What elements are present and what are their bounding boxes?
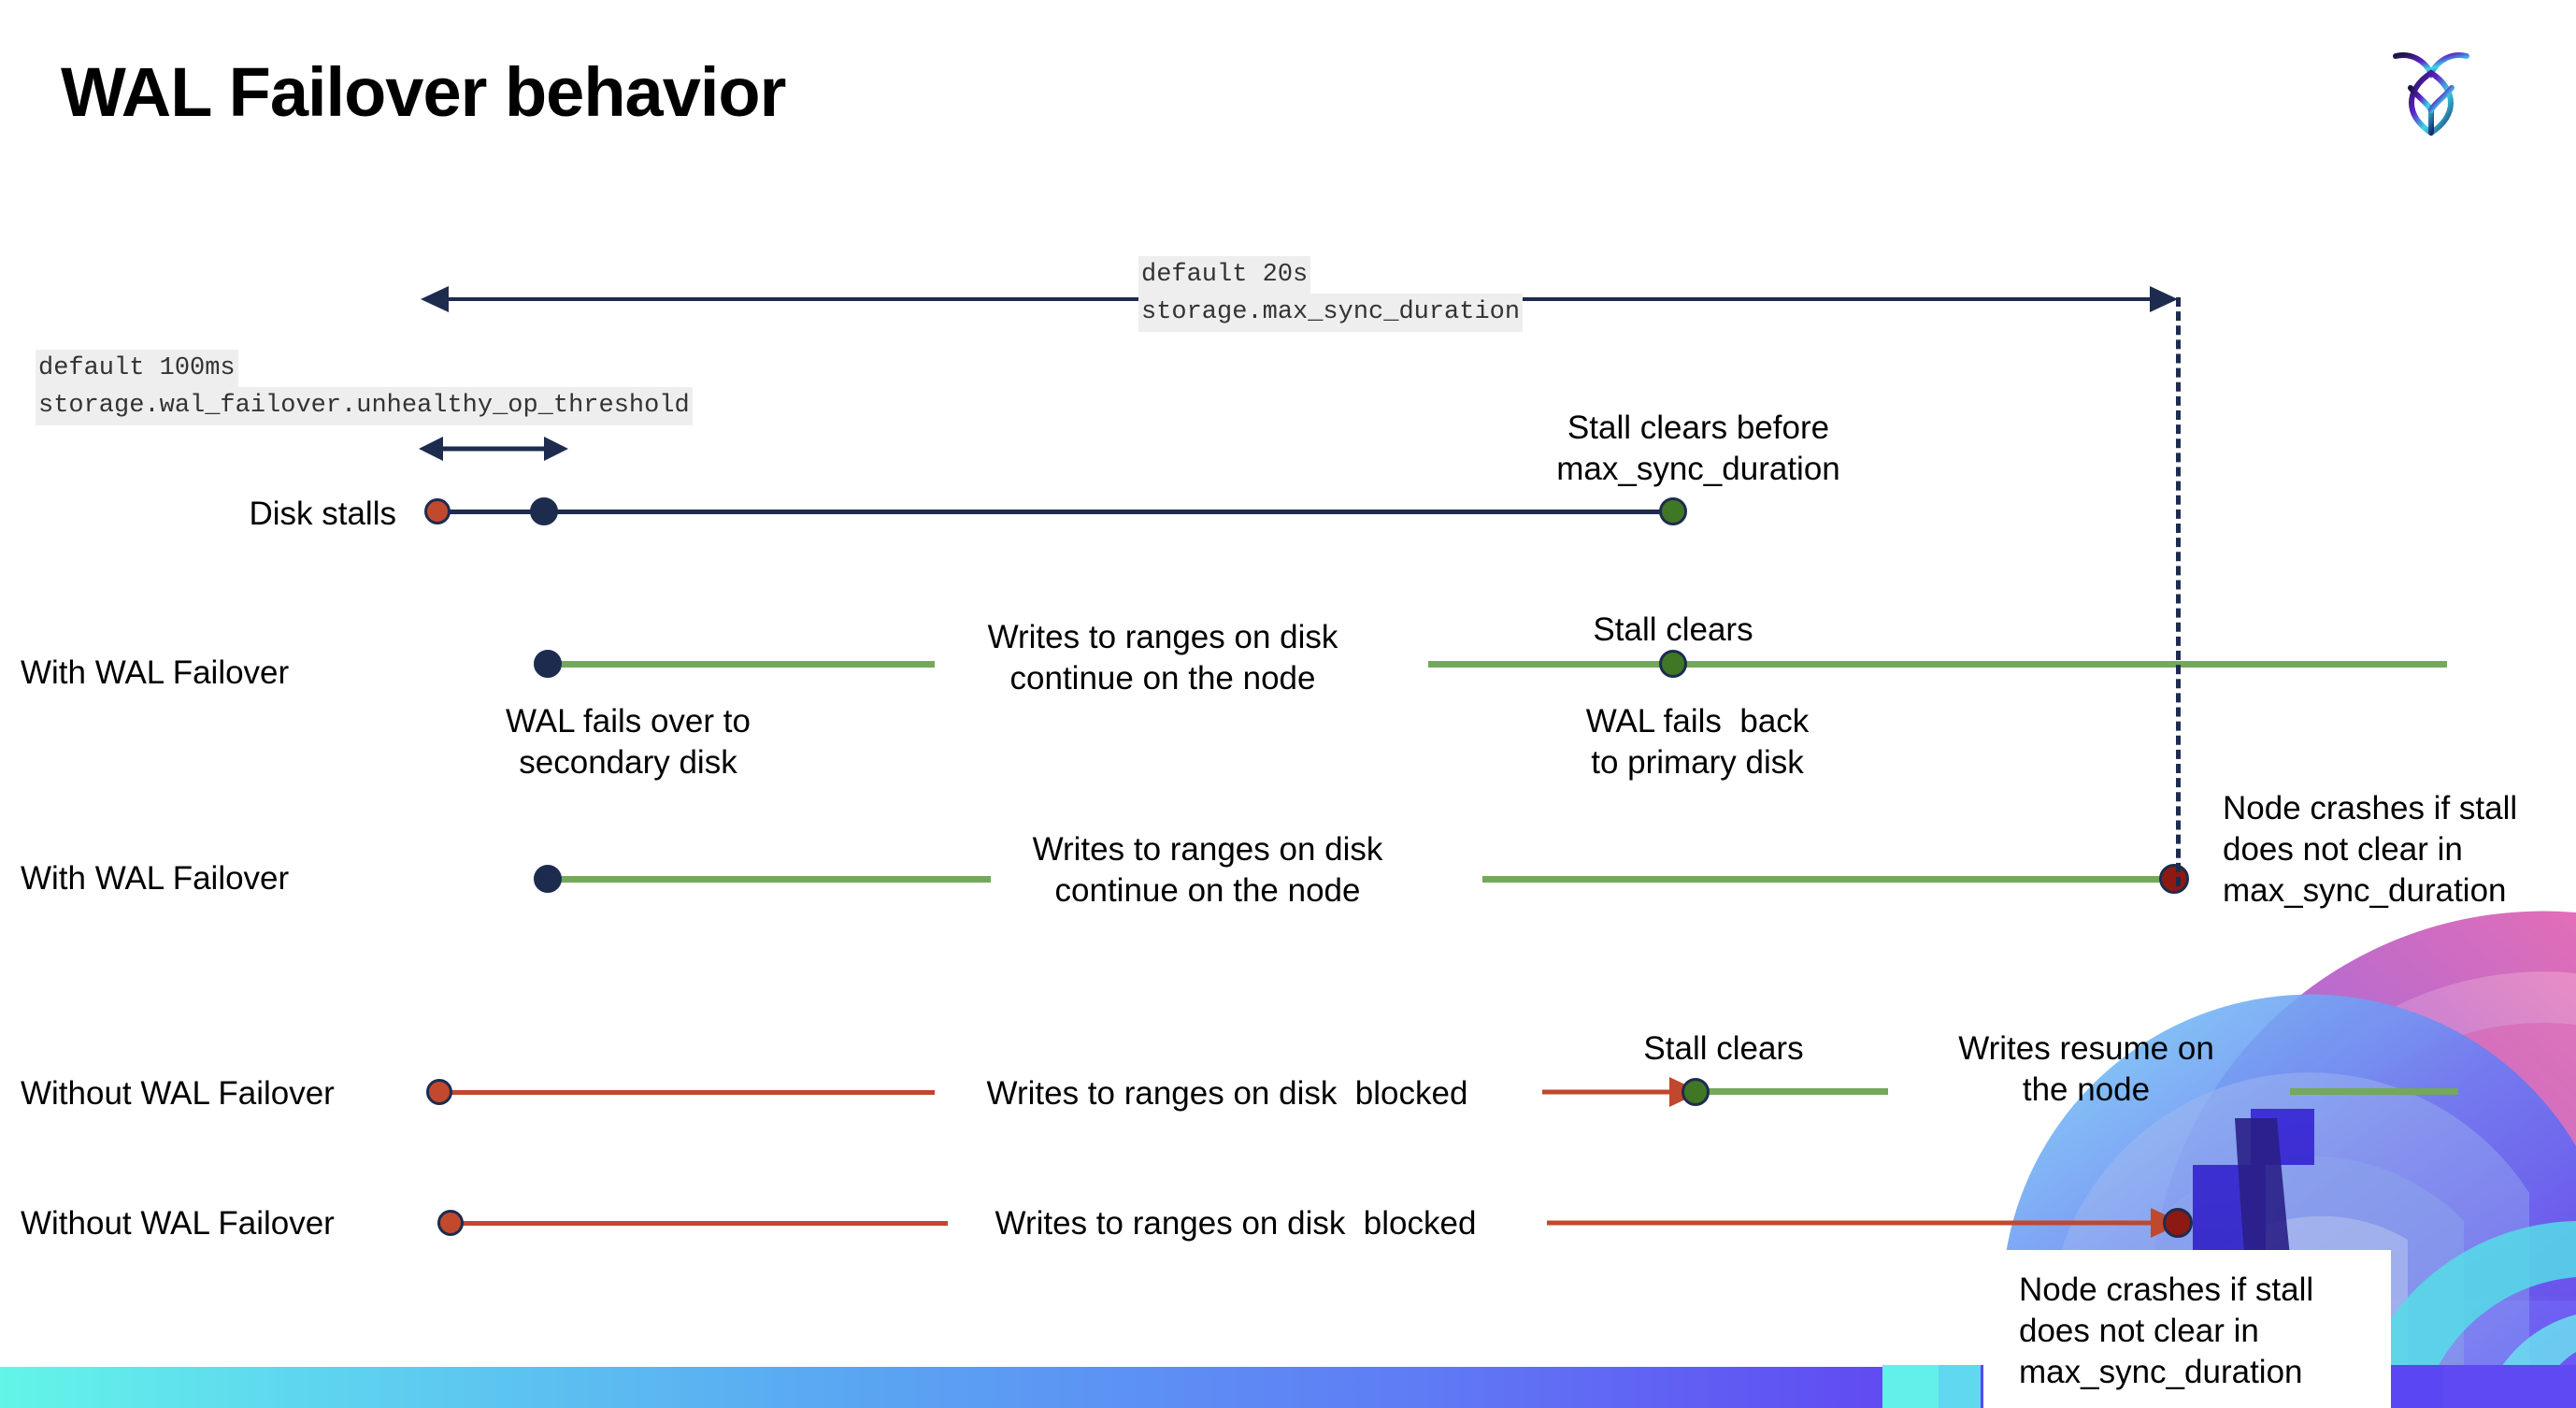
row-label-with-wal-failover-1: With WAL Failover <box>21 654 290 691</box>
cockroachdb-logo-icon <box>2386 36 2476 138</box>
unhealthy-op-threshold-setting: storage.wal_failover.unhealthy_op_thresh… <box>36 387 693 425</box>
writes-continue-row3-line2: continue on the node <box>1054 872 1361 910</box>
writes-blocked-annotation-row4: Writes to ranges on disk blocked <box>986 1075 1468 1112</box>
stall-clears-annotation-row2: Stall clears <box>1593 611 1753 648</box>
node-crashes-row5-line3: max_sync_duration <box>2019 1354 2303 1391</box>
disk-stalls-timeline <box>437 510 1673 514</box>
disk-stall-start-dot <box>424 498 451 524</box>
row-label-with-wal-failover-2: With WAL Failover <box>21 860 290 897</box>
max-sync-duration-setting: storage.max_sync_duration <box>1138 294 1524 332</box>
node-crashes-row3-line3: max_sync_duration <box>2223 872 2507 910</box>
writes-continue-annotation-row3: Writes to ranges on disk continue on the … <box>1033 829 1383 912</box>
max-sync-duration-default: default 20s <box>1138 256 1311 295</box>
wal-fails-back-annotation: WAL fails back to primary disk <box>1586 701 1810 783</box>
writes-resume-segment-row4-far <box>2290 1088 2458 1095</box>
node-crashes-row5-line1: Node crashes if stall <box>2019 1272 2314 1308</box>
writes-continue-row2-line1: Writes to ranges on disk <box>987 619 1338 655</box>
writes-resume-line1: Writes resume on <box>1958 1030 2214 1067</box>
blocked-writes-arrow-row4 <box>1542 1077 1701 1107</box>
writes-continue-annotation-row2: Writes to ranges on disk continue on the … <box>988 617 1338 699</box>
unhealthy-op-threshold-span-arrow <box>419 437 568 461</box>
node-crashes-row3-line2: does not clear in <box>2223 831 2463 869</box>
writes-continue-row2-line2: continue on the node <box>1009 660 1316 697</box>
stall-clears-dot-row1 <box>1659 497 1687 525</box>
writes-continue-row3-line1: Writes to ranges on disk <box>1032 831 1383 868</box>
wal-failover-start-dot-row2 <box>534 650 562 678</box>
row-label-disk-stalls: Disk stalls <box>249 496 396 532</box>
unhealthy-op-threshold-default: default 100ms <box>36 350 238 388</box>
writes-blocked-annotation-row5: Writes to ranges on disk blocked <box>995 1205 1477 1242</box>
wal-fails-over-annotation: WAL fails over to secondary disk <box>506 701 751 783</box>
node-crashes-callout-card <box>1983 1250 2391 1408</box>
wal-fails-back-line1: WAL fails back <box>1585 703 1810 740</box>
wal-failover-secondary-segment-a <box>551 661 935 668</box>
page-title: WAL Failover behavior <box>61 53 786 131</box>
max-sync-duration-callout: default 20s storage.max_sync_duration <box>1138 256 1524 332</box>
writes-resume-line2: the node <box>2022 1071 2151 1109</box>
wal-fails-over-line2: secondary disk <box>519 744 737 782</box>
blocked-writes-arrow-row5 <box>1547 1208 2182 1238</box>
wal-fails-back-line2: to primary disk <box>1591 744 1804 782</box>
stall-clears-before-line2: max_sync_duration <box>1556 451 1840 488</box>
stall-clears-before-annotation: Stall clears before max_sync_duration <box>1556 408 1840 490</box>
wal-fails-over-line1: WAL fails over to <box>506 703 751 740</box>
wal-failover-secondary-segment-b <box>1428 661 2447 668</box>
unhealthy-op-threshold-callout: default 100ms storage.wal_failover.unhea… <box>36 350 693 425</box>
stall-clears-annotation-row4: Stall clears <box>1643 1030 1804 1067</box>
row-label-without-wal-failover-2: Without WAL Failover <box>21 1205 335 1242</box>
wal-failover-crash-segment-b <box>1482 876 2174 883</box>
wal-failover-crash-segment-a <box>551 876 991 883</box>
node-crash-dot-row5 <box>2163 1208 2193 1238</box>
max-sync-duration-deadline-dashed-line <box>2176 297 2181 886</box>
node-crashes-row5-line2: does not clear in <box>2019 1313 2259 1350</box>
node-crashes-annotation-row5: Node crashes if stall does not clear in ma… <box>2019 1270 2313 1393</box>
node-crash-dot-row3 <box>2159 864 2189 894</box>
wal-failover-start-dot-row3 <box>534 865 562 893</box>
wal-failover-trigger-dot <box>530 497 558 525</box>
row-label-without-wal-failover-1: Without WAL Failover <box>21 1075 335 1112</box>
stall-clears-dot-row2 <box>1659 650 1687 678</box>
disk-stall-start-dot-row5 <box>437 1210 464 1236</box>
writes-resume-segment-row4 <box>1696 1088 1888 1095</box>
disk-stall-start-dot-row4 <box>426 1079 452 1105</box>
stall-clears-dot-row4 <box>1682 1078 1710 1106</box>
node-crashes-row3-line1: Node crashes if stall <box>2223 790 2518 826</box>
stall-clears-before-line1: Stall clears before <box>1567 409 1830 446</box>
blocked-writes-segment-row4 <box>439 1090 935 1095</box>
blocked-writes-segment-row5 <box>452 1221 948 1226</box>
writes-resume-annotation: Writes resume on the node <box>1958 1028 2214 1111</box>
